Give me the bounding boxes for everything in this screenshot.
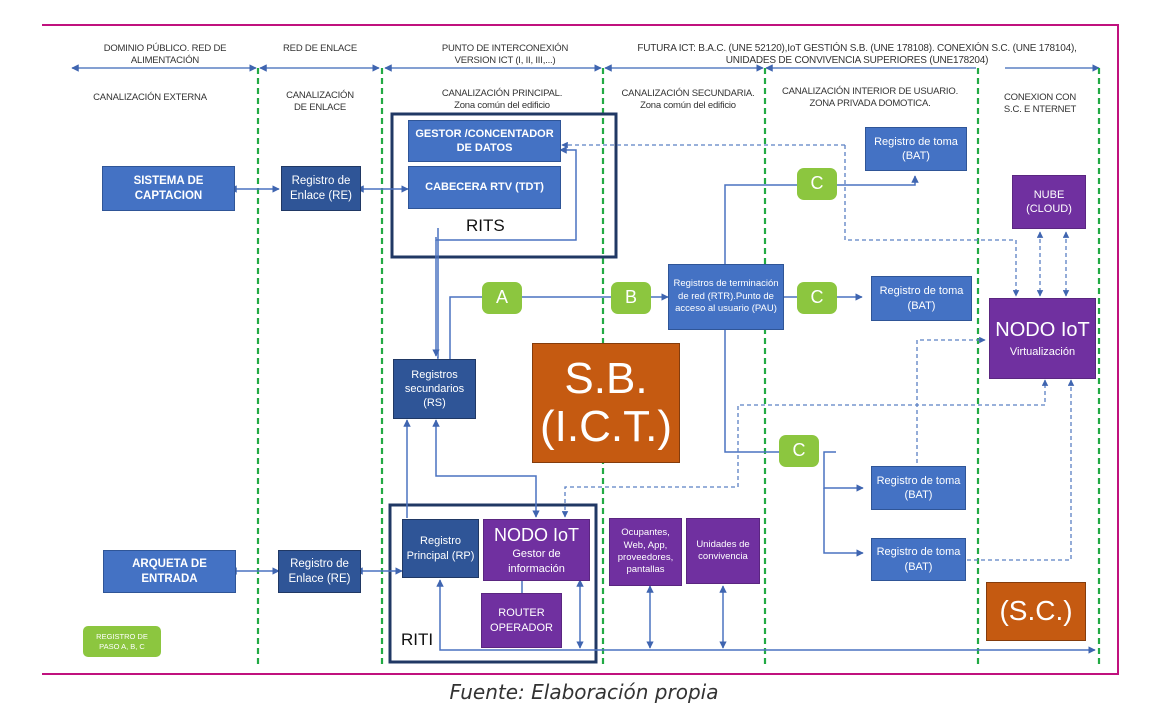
registro-enlace-top-box: Registro de Enlace (RE) <box>281 166 361 211</box>
registro-paso-c-1: C <box>797 168 837 200</box>
dash-gestor-nodo <box>844 145 1020 297</box>
link-cabecera-rs <box>437 228 439 359</box>
registro-enlace-bottom-box: Registro de Enlace (RE) <box>278 550 361 593</box>
bus-bottom <box>436 579 1096 654</box>
rits-label: RITS <box>466 216 505 235</box>
zone-canalizacion-secundaria: CANALIZACIÓN SECUNDARIA. Zona común del … <box>621 88 755 111</box>
link-rs-nodo <box>432 419 540 518</box>
header-punto-interconexion: PUNTO DE INTERCONEXIÓN VERSION ICT (I, I… <box>441 43 569 66</box>
registro-paso-b: B <box>611 282 651 314</box>
unidades-convivencia-box: Unidades de convivencia <box>686 518 760 584</box>
ocupantes-box: Ocupantes, Web, App, proveedores, pantal… <box>609 518 682 586</box>
registro-principal-box: Registro Principal (RP) <box>402 519 479 578</box>
header-dominio-publico: DOMINIO PÚBLICO. RED DE ALIMENTACIÓN <box>103 43 227 66</box>
nube-cloud-box: NUBE (CLOUD) <box>1012 175 1086 229</box>
nodo-iot-gestor-subtitle: Gestor de información <box>508 548 565 575</box>
gestor-concentrador-box: GESTOR /CONCENTADOR DE DATOS <box>408 120 561 162</box>
dash-bat4-nodo <box>967 379 1075 561</box>
router-operador-box: ROUTER OPERADOR <box>481 593 562 648</box>
cabecera-rtv-box: CABECERA RTV (TDT) <box>408 166 561 209</box>
link-rtr-c3 <box>724 330 797 453</box>
link-c3-bat4 <box>823 488 864 557</box>
zone-canalizacion-externa: CANALIZACIÓN EXTERNA <box>93 92 207 103</box>
registro-toma-bat-2: Registro de toma (BAT) <box>871 276 972 321</box>
rtr-pau-box: Registros de terminación de red (RTR).Pu… <box>668 264 784 330</box>
header-futura-ict: FUTURA ICT: B.A.C. (UNE 52120),IoT GESTI… <box>637 43 1077 66</box>
sb-ict-box: S.B. (I.C.T.) <box>532 343 680 463</box>
link-rtr-c1 <box>724 184 797 264</box>
registro-toma-bat-3: Registro de toma (BAT) <box>871 466 966 510</box>
figure-caption: Fuente: Elaboración propia <box>449 680 719 704</box>
registro-toma-bat-1: Registro de toma (BAT) <box>865 127 967 171</box>
nodo-iot-gestor-title: NODO IoT <box>493 525 579 545</box>
link-rs-a <box>449 296 482 359</box>
nodo-iot-virtualizacion-subtitle: Virtualización <box>1009 346 1076 359</box>
arqueta-entrada-box: ARQUETA DE ENTRADA <box>103 550 236 593</box>
nodo-iot-gestor-box: NODO IoT Gestor de información <box>483 519 590 581</box>
sistema-captacion-box: SISTEMA DE CAPTACION <box>102 166 235 211</box>
zone-canalizacion-enlace: CANALIZACIÓN DE ENLACE <box>286 90 354 113</box>
link-c1-bat1 <box>836 175 919 186</box>
link-rs-gestor <box>435 146 577 241</box>
registro-paso-c-2: C <box>797 282 837 314</box>
nodo-iot-virtualizacion-title: NODO IoT <box>995 319 1090 342</box>
registro-toma-bat-4: Registro de toma (BAT) <box>871 538 966 581</box>
sc-box: (S.C.) <box>986 582 1086 641</box>
zone-canalizacion-interior: CANALIZACIÓN INTERIOR DE USUARIO. ZONA P… <box>781 86 959 109</box>
nodo-iot-virtualizacion-box: NODO IoT Virtualización <box>989 298 1096 379</box>
registro-paso-a: A <box>482 282 522 314</box>
dash-bat3-nodo <box>916 336 986 463</box>
zone-canalizacion-principal: CANALIZACIÓN PRINCIPAL. Zona común del e… <box>441 88 563 111</box>
link-c3-bat3 <box>823 451 864 492</box>
registro-paso-c-3: C <box>779 435 819 467</box>
header-red-enlace: RED DE ENLACE <box>283 43 357 54</box>
zone-conexion-sc: CONEXION CON S.C. E NTERNET <box>1003 92 1077 115</box>
registros-secundarios-box: Registros secundarios (RS) <box>393 359 476 419</box>
riti-label: RITI <box>401 630 434 649</box>
dash-nodo-gestor-virt <box>561 379 1049 518</box>
legend-registro-paso: REGISTRO DE PASO A, B, C <box>83 626 161 657</box>
